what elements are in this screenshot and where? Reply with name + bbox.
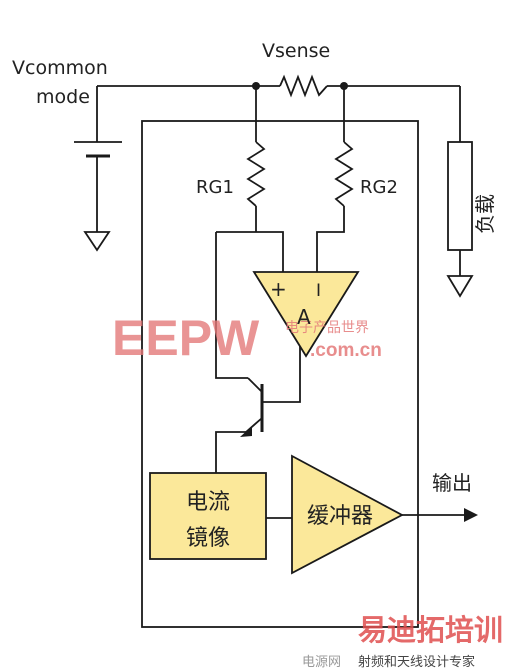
amp-name-label: A bbox=[297, 305, 311, 329]
rg2-wire-bottom bbox=[316, 206, 345, 278]
transistor-base-wire bbox=[262, 344, 301, 403]
load-label: 负载 bbox=[473, 194, 497, 234]
current-mirror-block bbox=[149, 472, 267, 560]
rg2-label: RG2 bbox=[360, 177, 398, 198]
emitter-arrow bbox=[240, 426, 252, 437]
current-mirror-label-line2: 镜像 bbox=[186, 526, 230, 551]
watermark: EEPW 电子产品世界 .com.cn bbox=[112, 310, 382, 366]
sense-resistor bbox=[279, 74, 328, 98]
current-mirror-label-line1: 电流 bbox=[186, 490, 230, 515]
rg1-resistor bbox=[246, 141, 266, 207]
footer-site: 电源网 bbox=[302, 655, 341, 670]
ground-right bbox=[446, 275, 474, 298]
junction-dot-left bbox=[252, 82, 260, 90]
ground-left bbox=[83, 231, 111, 252]
brand-name: 易迪拓培训 bbox=[358, 613, 503, 647]
brand-footer: 易迪拓培训 电源网 射频和天线设计专家 bbox=[302, 613, 503, 670]
output-label: 输出 bbox=[432, 471, 472, 495]
amplifier-a bbox=[252, 271, 360, 358]
watermark-domain: .com.cn bbox=[310, 340, 382, 361]
rg1-label: RG1 bbox=[196, 177, 234, 198]
wires bbox=[74, 74, 474, 628]
amp-minus-label: I bbox=[316, 281, 321, 301]
load-resistor bbox=[447, 141, 473, 251]
emitter-wire bbox=[215, 431, 246, 473]
transistor-collector-wire bbox=[215, 232, 248, 379]
rg2-resistor bbox=[334, 141, 354, 207]
vcommon-label-line2: mode bbox=[36, 86, 90, 108]
buffer-label: 缓冲器 bbox=[307, 504, 373, 529]
output-arrow bbox=[464, 508, 478, 522]
footer-tagline: 射频和天线设计专家 bbox=[358, 654, 475, 670]
rg1-wire-bottom bbox=[216, 206, 284, 278]
transistor-collector bbox=[247, 377, 263, 393]
watermark-logo: EEPW bbox=[112, 310, 260, 366]
amp-plus-label: + bbox=[270, 277, 287, 301]
vcommon-label-line1: Vcommon bbox=[12, 57, 108, 79]
watermark-tagline: 电子产品世界 bbox=[285, 320, 369, 336]
buffer-amplifier bbox=[291, 454, 404, 575]
chip-boundary bbox=[141, 120, 419, 628]
junction-dot-right bbox=[340, 82, 348, 90]
vsense-label: Vsense bbox=[262, 40, 330, 62]
